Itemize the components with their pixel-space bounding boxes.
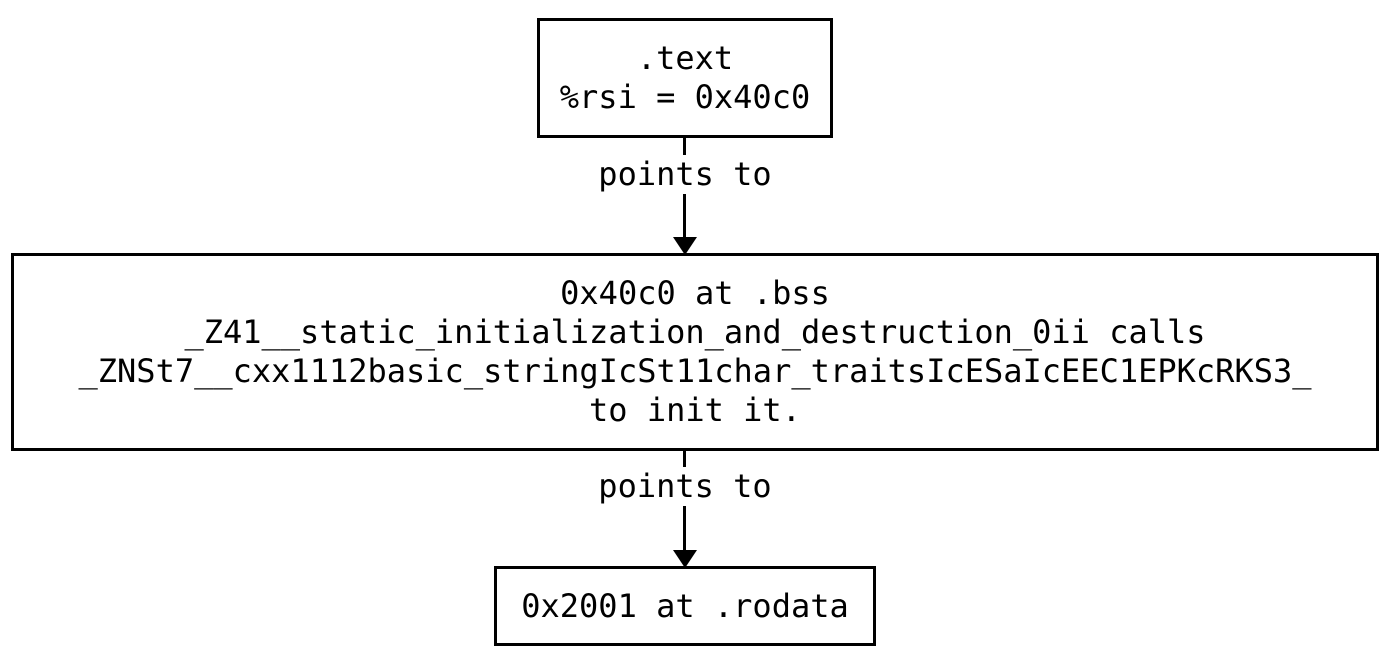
edge-label-text-to-bss: points to (535, 155, 835, 194)
bss-address-line: 0x40c0 at .bss (560, 274, 830, 312)
bss-basic-string-line: _ZNSt7__cxx1112basic_stringIcSt11char_tr… (78, 352, 1312, 390)
text-section-name: .text (636, 39, 734, 77)
rodata-section-node: 0x2001 at .rodata (494, 566, 876, 646)
text-section-node: .text %rsi = 0x40c0 (537, 18, 833, 138)
bss-section-node: 0x40c0 at .bss _Z41__static_initializati… (11, 253, 1379, 451)
bss-init-line: to init it. (589, 391, 801, 429)
rsi-register-value: %rsi = 0x40c0 (559, 78, 811, 116)
edge-label-bss-to-rodata: points to (535, 467, 835, 506)
rodata-address-line: 0x2001 at .rodata (521, 586, 849, 625)
arrowhead-down-icon (673, 237, 697, 255)
arrowhead-down-icon (673, 550, 697, 568)
bss-static-init-line: _Z41__static_initialization_and_destruct… (184, 313, 1206, 351)
